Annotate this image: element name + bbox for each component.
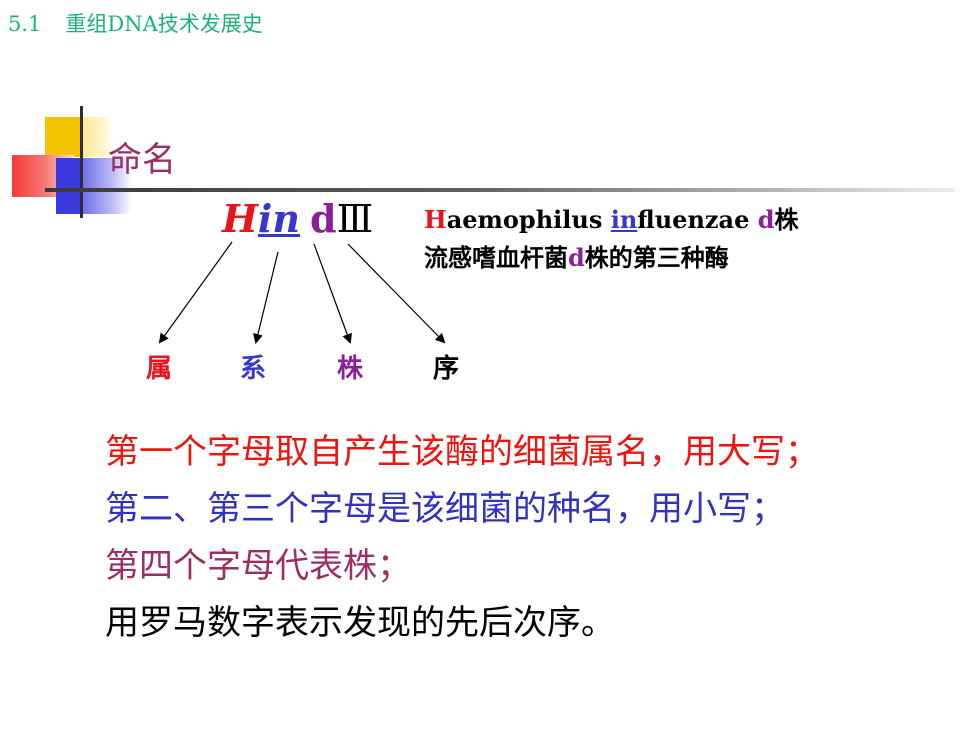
rule-line-2: 第二、第三个字母是该细菌的种名，用小写； [105, 489, 785, 529]
roman-numeral: Ⅲ [336, 197, 374, 241]
explanation-chinese: 流感嗜血杆菌d株的第三种酶 [424, 243, 729, 272]
arrow-order [347, 243, 446, 344]
section-title: 重组DNA技术发展史 [65, 12, 263, 36]
title-rule [45, 188, 955, 192]
rule-line-1: 第一个字母取自产生该酶的细菌属名，用大写； [105, 432, 819, 472]
label-order: 序 [433, 354, 460, 384]
label-genus: 属 [146, 354, 173, 384]
explanation-latin: Haemophilus influenzae d株 [424, 205, 799, 234]
rule-line-4: 用罗马数字表示发现的先后次序。 [105, 603, 615, 643]
species-letters: in [257, 196, 300, 241]
section-number: 5.1 [8, 12, 42, 36]
arrow-strain [313, 243, 352, 344]
rule-line-3: 第四个字母代表株； [105, 546, 411, 586]
label-species: 系 [240, 354, 267, 384]
arrow-species [253, 251, 279, 344]
arrow-genus [158, 241, 233, 344]
page-title: 命名 [108, 140, 176, 180]
label-strain: 株 [337, 354, 364, 384]
vertical-divider [80, 106, 83, 218]
section-header: 5.1 重组DNA技术发展史 [8, 8, 263, 38]
strain-letter: d [309, 196, 337, 241]
genus-letter: H [222, 196, 258, 241]
